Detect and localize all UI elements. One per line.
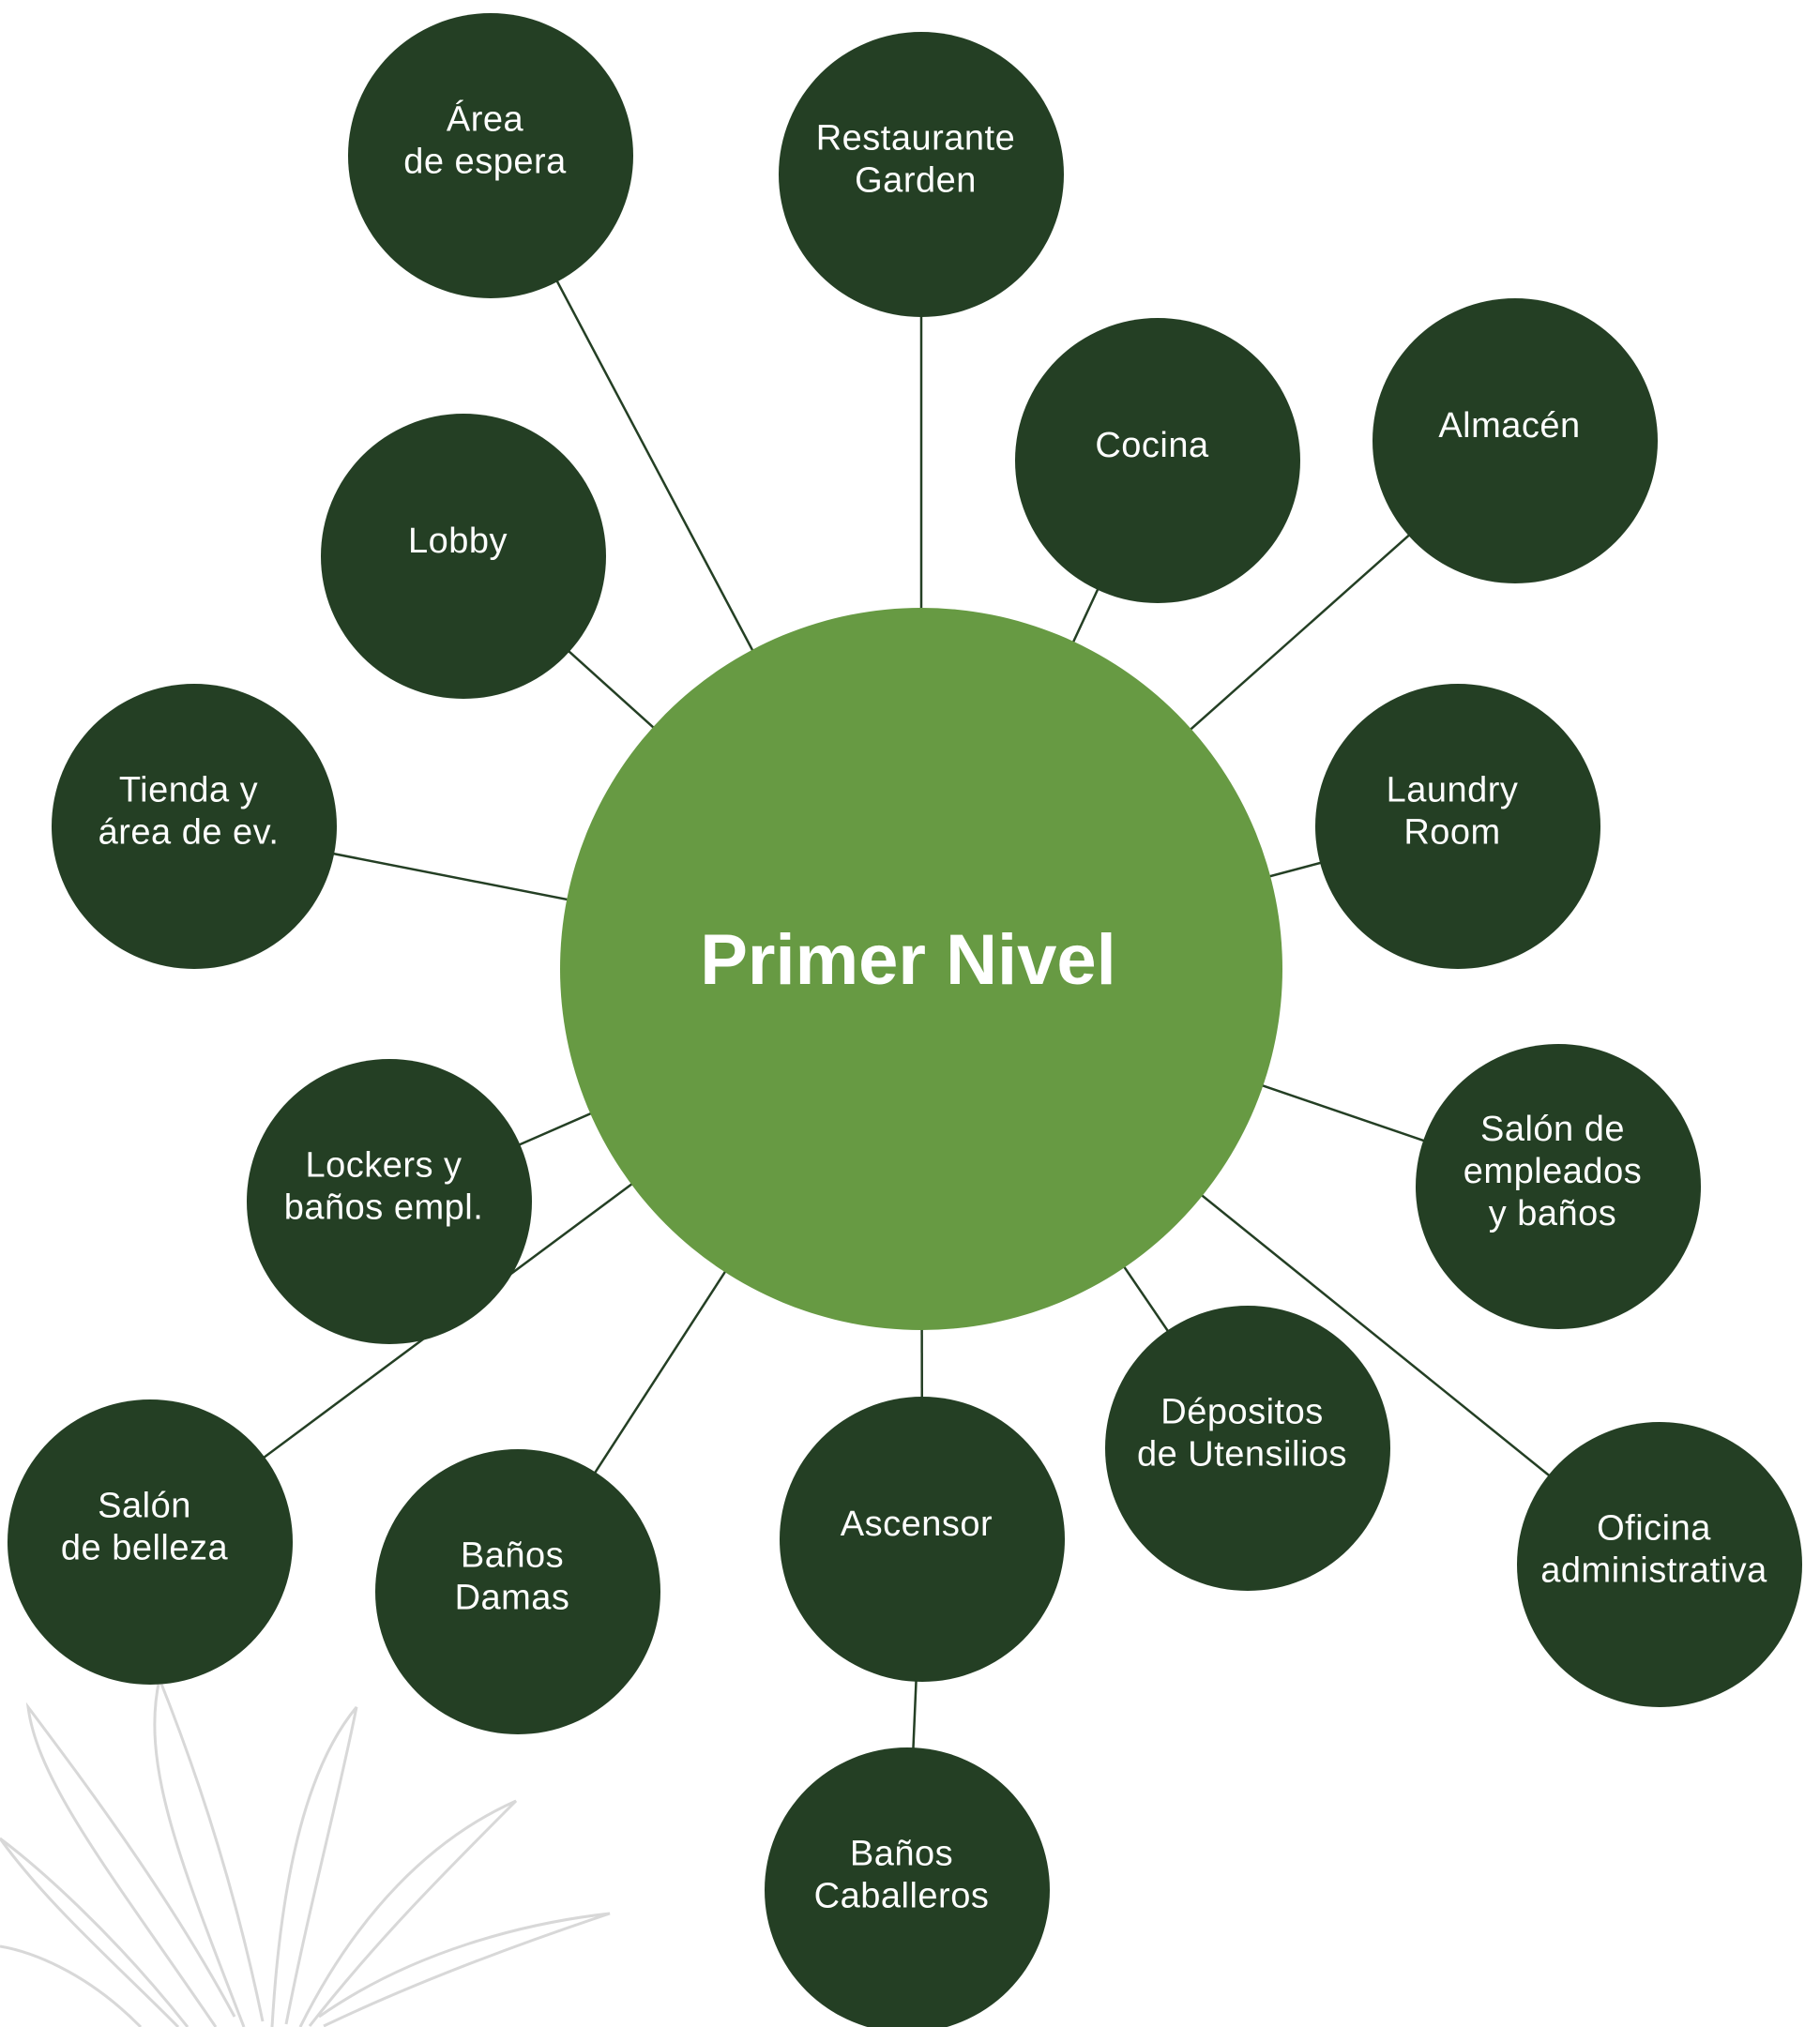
node-almacen: Almacén bbox=[1373, 298, 1658, 583]
node-label-line: Salón de bbox=[1480, 1110, 1625, 1149]
plant-petal bbox=[318, 1912, 611, 2027]
plant-petal bbox=[270, 1706, 358, 2027]
node-circle bbox=[8, 1399, 293, 1685]
node-label-line: administrativa bbox=[1540, 1551, 1767, 1591]
node-label-line: Dépositos bbox=[1160, 1393, 1323, 1432]
plant-petal bbox=[153, 1673, 265, 2027]
node-label-line: de Utensilios bbox=[1137, 1435, 1347, 1475]
node-circle bbox=[779, 32, 1064, 317]
node-label-line: área de ev. bbox=[99, 813, 280, 853]
plant-petal bbox=[25, 1702, 236, 2027]
node-circle bbox=[348, 13, 633, 298]
plant-petal bbox=[0, 1837, 190, 2027]
node-label-line: Oficina bbox=[1597, 1509, 1711, 1549]
plant-petal bbox=[0, 1944, 143, 2027]
node-circle bbox=[247, 1059, 532, 1344]
node-label-line: de espera bbox=[403, 143, 567, 182]
node-label-line: Lobby bbox=[408, 522, 508, 561]
node-lobby: Lobby bbox=[321, 414, 606, 699]
node-circle bbox=[375, 1449, 660, 1734]
node-circle bbox=[1015, 318, 1300, 603]
node-circle bbox=[1105, 1306, 1390, 1591]
node-label-line: Garden bbox=[855, 161, 977, 201]
node-circle bbox=[1517, 1422, 1802, 1707]
node-label-line: empleados bbox=[1464, 1152, 1642, 1191]
center-circle bbox=[560, 608, 1282, 1330]
node-circle bbox=[1373, 298, 1658, 583]
node-label-line: Cocina bbox=[1095, 426, 1209, 465]
node-circle bbox=[52, 684, 337, 969]
node-circle bbox=[765, 1747, 1050, 2027]
node-label-line: baños empl. bbox=[284, 1188, 484, 1228]
node-label-line: Restaurante bbox=[816, 119, 1016, 159]
node-label-line: Laundry bbox=[1387, 771, 1519, 810]
node-circle bbox=[780, 1397, 1065, 1682]
center-hub: Primer Nivel bbox=[560, 608, 1282, 1330]
node-cocina: Cocina bbox=[1015, 318, 1300, 603]
node-label-line: Tienda y bbox=[119, 771, 258, 810]
node-ascensor: Ascensor bbox=[780, 1397, 1065, 1682]
node-circle bbox=[1315, 684, 1600, 969]
node-label-line: de belleza bbox=[61, 1529, 229, 1568]
node-label-line: Room bbox=[1403, 813, 1500, 853]
node-label-line: Caballeros bbox=[814, 1877, 990, 1916]
node-label-line: Baños bbox=[461, 1536, 564, 1576]
node-circle bbox=[1416, 1044, 1701, 1329]
center-title: Primer Nivel bbox=[700, 920, 1116, 1000]
node-circle bbox=[321, 414, 606, 699]
node-label-line: Damas bbox=[455, 1579, 570, 1618]
node-label-line: Almacén bbox=[1438, 406, 1580, 446]
node-label-line: Área bbox=[447, 99, 524, 140]
node-label-line: Salón bbox=[98, 1487, 191, 1526]
node-label-line: Ascensor bbox=[841, 1505, 993, 1544]
plant-petal bbox=[298, 1799, 518, 2027]
node-label-line: Baños bbox=[850, 1835, 953, 1874]
node-label-line: Lockers y bbox=[305, 1146, 462, 1186]
decorative-plant-illustration bbox=[0, 1673, 611, 2027]
node-label-line: y baños bbox=[1489, 1194, 1617, 1233]
